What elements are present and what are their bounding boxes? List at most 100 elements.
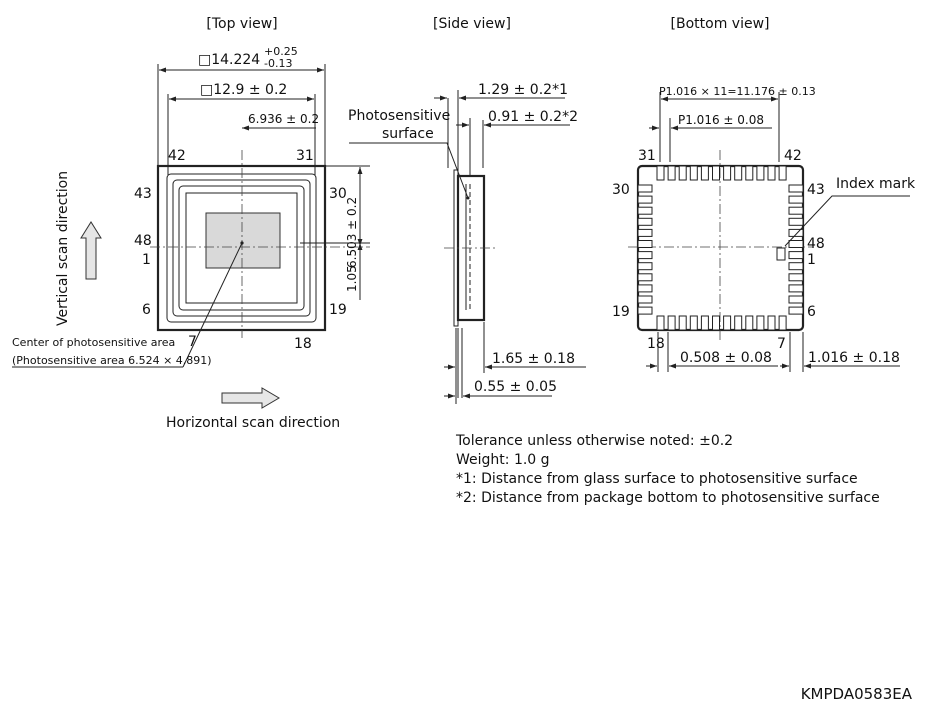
horizontal-scan-label: Horizontal scan direction bbox=[166, 415, 340, 431]
bottom-pin-48: 48 bbox=[807, 236, 825, 252]
pad bbox=[788, 184, 804, 193]
bottom-view-title: [Bottom view] bbox=[671, 16, 770, 32]
side-view-title: [Side view] bbox=[433, 16, 511, 32]
pad bbox=[788, 295, 804, 304]
bottom-dim-pitch-total: P1.016 × 11=11.176 ± 0.13 bbox=[659, 85, 816, 98]
top-dim-center-y: 6.503 ± 0.2 bbox=[345, 197, 359, 268]
photosensitive-label: Photosensitive bbox=[348, 108, 450, 124]
top-view-title: [Top view] bbox=[206, 16, 277, 32]
pad bbox=[788, 240, 804, 248]
pad bbox=[689, 165, 698, 181]
bottom-dim-pad-w: 0.508 ± 0.08 bbox=[680, 350, 772, 366]
top-pin-42: 42 bbox=[168, 148, 186, 164]
pad bbox=[667, 315, 676, 331]
pad bbox=[637, 295, 653, 304]
pad bbox=[788, 262, 804, 271]
pad bbox=[723, 315, 732, 331]
top-pin-30: 30 bbox=[329, 186, 347, 202]
top-dim-offset: 1.05 bbox=[345, 265, 359, 292]
pad bbox=[637, 228, 653, 237]
surface-label: surface bbox=[382, 126, 434, 142]
pad bbox=[656, 165, 665, 181]
bottom-pin-6: 6 bbox=[807, 304, 816, 320]
pad bbox=[778, 165, 787, 181]
pad bbox=[788, 306, 804, 315]
pad bbox=[656, 315, 665, 331]
pad bbox=[723, 165, 732, 181]
pad bbox=[788, 195, 804, 204]
pad bbox=[637, 217, 653, 226]
bottom-pin-18: 18 bbox=[647, 336, 665, 352]
pad bbox=[637, 240, 653, 248]
top-view: □14.224 +0.25 -0.13 □12.9 ± 0.2 6.936 ± … bbox=[12, 45, 370, 431]
top-pin-7: 7 bbox=[188, 334, 197, 350]
photosensitive-area-label: (Photosensitive area 6.524 × 4.891) bbox=[12, 354, 212, 367]
pad bbox=[756, 315, 765, 331]
note-weight: Weight: 1.0 g bbox=[456, 452, 550, 468]
side-dim-glass-thk: 0.55 ± 0.05 bbox=[474, 379, 557, 395]
bottom-pin-30: 30 bbox=[612, 182, 630, 198]
pad bbox=[678, 165, 687, 181]
bottom-pin-31: 31 bbox=[638, 148, 656, 164]
pad bbox=[767, 315, 776, 331]
pad bbox=[678, 315, 687, 331]
pad bbox=[788, 217, 804, 226]
top-dim-outer-tol-plus: +0.25 bbox=[264, 45, 298, 58]
pad bbox=[788, 284, 804, 293]
side-dim-height: 1.65 ± 0.18 bbox=[492, 351, 575, 367]
index-mark-icon bbox=[776, 247, 786, 261]
pad bbox=[767, 165, 776, 181]
bottom-view: P1.016 × 11=11.176 ± 0.13 P1.016 ± 0.08 … bbox=[612, 85, 916, 372]
top-dim-center-x: 6.936 ± 0.2 bbox=[248, 112, 319, 126]
center-area-label: Center of photosensitive area bbox=[12, 336, 175, 349]
note-tolerance: Tolerance unless otherwise noted: ±0.2 bbox=[456, 433, 734, 449]
bottom-pin-7: 7 bbox=[777, 336, 786, 352]
drawing-code: KMPDA0583EA bbox=[800, 685, 912, 703]
pad bbox=[700, 165, 709, 181]
top-pin-43: 43 bbox=[134, 186, 152, 202]
pad bbox=[637, 284, 653, 293]
vertical-scan-arrow-icon bbox=[80, 221, 102, 280]
pad bbox=[637, 262, 653, 271]
pad bbox=[637, 184, 653, 193]
side-dim-bottom: 0.91 ± 0.2*2 bbox=[488, 109, 578, 125]
pad bbox=[745, 315, 754, 331]
top-dim-outer: □14.224 bbox=[198, 52, 260, 68]
pad bbox=[734, 165, 743, 181]
bottom-pin-1: 1 bbox=[807, 252, 816, 268]
top-dim-outer-tol-minus: -0.13 bbox=[264, 57, 292, 70]
pad bbox=[778, 315, 787, 331]
note-footnote-2: *2: Distance from package bottom to phot… bbox=[456, 490, 880, 506]
top-pin-19: 19 bbox=[329, 302, 347, 318]
bottom-pads-vertical bbox=[637, 184, 804, 315]
notes-block: Tolerance unless otherwise noted: ±0.2 W… bbox=[456, 432, 880, 508]
top-pin-18: 18 bbox=[294, 336, 312, 352]
top-dim-inner: □12.9 ± 0.2 bbox=[200, 82, 287, 98]
pad bbox=[637, 306, 653, 315]
pad bbox=[637, 206, 653, 215]
bottom-pin-42: 42 bbox=[784, 148, 802, 164]
pad bbox=[788, 228, 804, 237]
bottom-dim-pitch: P1.016 ± 0.08 bbox=[678, 113, 764, 127]
side-dim-glass: 1.29 ± 0.2*1 bbox=[478, 82, 568, 98]
bottom-dim-pad-edge: 1.016 ± 0.18 bbox=[808, 350, 900, 366]
bottom-pin-43: 43 bbox=[807, 182, 825, 198]
pad bbox=[734, 315, 743, 331]
pad bbox=[788, 273, 804, 282]
pad bbox=[712, 165, 720, 181]
note-footnote-1: *1: Distance from glass surface to photo… bbox=[456, 471, 858, 487]
top-pin-1: 1 bbox=[142, 252, 151, 268]
top-pin-48: 48 bbox=[134, 233, 152, 249]
pad bbox=[756, 165, 765, 181]
pad bbox=[637, 251, 653, 260]
index-mark-label: Index mark bbox=[836, 176, 916, 192]
bottom-pin-19: 19 bbox=[612, 304, 630, 320]
side-view: 1.29 ± 0.2*1 0.91 ± 0.2*2 Photosensitive… bbox=[348, 82, 586, 404]
pad bbox=[745, 165, 754, 181]
horizontal-scan-arrow-icon bbox=[221, 387, 280, 409]
pad bbox=[712, 315, 720, 331]
top-pin-6: 6 bbox=[142, 302, 151, 318]
pad bbox=[788, 251, 804, 260]
top-pin-31: 31 bbox=[296, 148, 314, 164]
